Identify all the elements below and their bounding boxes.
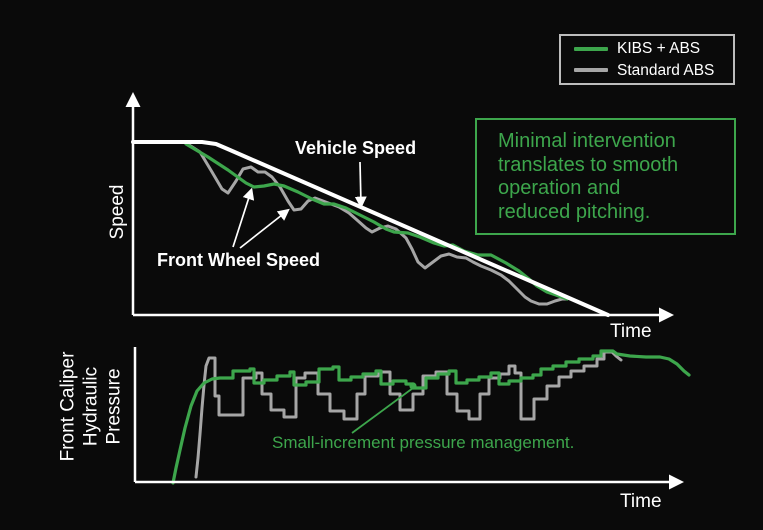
kibs-abs-line-swatch [574,46,608,51]
legend-label-kibs-abs: KIBS + ABS [617,40,701,57]
annotation-pointer-line [351,387,414,434]
vehicle-speed-label: Vehicle Speed [295,138,417,158]
front-wheel-speed-label: Front Wheel Speed [157,250,321,270]
annotation-arrow [354,161,367,209]
callout-line: Minimal intervention [498,130,676,152]
legend: KIBS + ABS Standard ABS [559,34,735,85]
annotation-dot [409,382,417,390]
annotation-arrow [239,208,290,249]
speed-axis-label: Speed [107,184,128,240]
pressure-label-line: Hydraulic [80,366,102,447]
pressure-label-line: Front Caliper [57,351,79,462]
minimal-intervention-callout: Minimal intervention translates to smoot… [475,118,736,235]
series-standard-abs-front-wheel-speed [184,141,569,306]
annotation-arrow [232,187,255,248]
chart-speed-vs-time [125,92,674,323]
legend-item-kibs-abs: KIBS + ABS [574,41,733,57]
small-increment-annotation: Small-increment pressure management. [272,433,575,452]
callout-line: operation and [498,177,621,199]
standard-abs-line-swatch [574,68,608,73]
pressure-label-line: Pressure [103,368,125,445]
series-kibs-abs-pressure [171,349,691,485]
callout-line: reduced pitching. [498,200,651,223]
front-caliper-pressure-axis-label: Front Caliper Hydraulic Pressure [57,337,126,477]
legend-label-standard-abs: Standard ABS [617,61,715,79]
callout-line: translates to smooth [498,153,679,176]
chart-pressure-vs-time [133,347,691,490]
series-standard-abs-pressure [194,350,623,479]
time-axis-label-top: Time [610,321,652,342]
time-axis-label-bottom: Time [620,491,662,512]
series-kibs-abs-front-wheel-speed [184,142,569,301]
legend-item-standard-abs: Standard ABS [574,61,733,79]
